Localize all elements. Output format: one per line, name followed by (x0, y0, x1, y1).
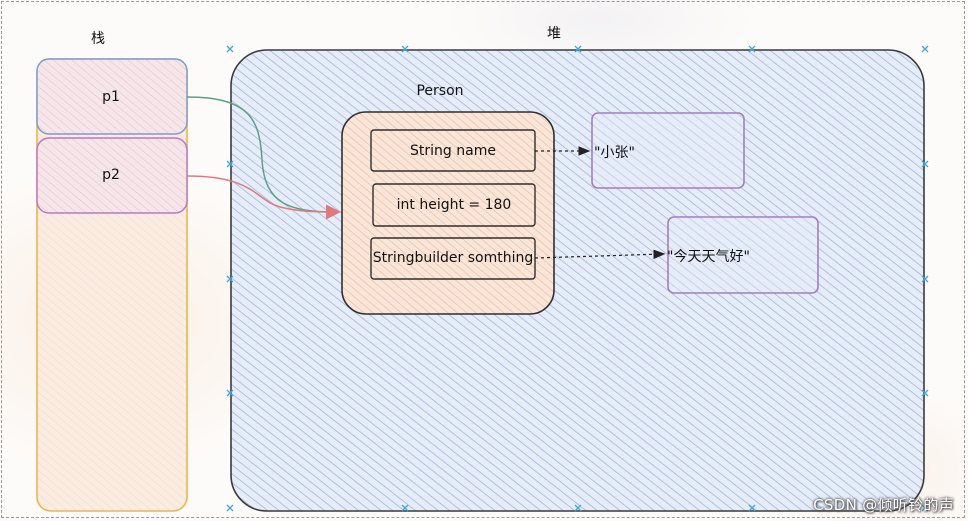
value-box-xiaozhang[interactable] (591, 112, 745, 189)
value-weather-label: "今天天气好" (667, 249, 750, 265)
stack-item-p2-label: p2 (102, 167, 120, 183)
selection-handles[interactable] (226, 45, 929, 512)
field-stringbuilder-label: Stringbuilder somthing (372, 250, 534, 266)
stack-item-p1-label: p1 (102, 89, 120, 105)
heap-title: 堆 (547, 26, 561, 42)
stack-title: 栈 (91, 31, 105, 47)
value-xiaozhang-label: "小张" (594, 145, 635, 161)
watermark: CSDN @倾听铃的声 (813, 496, 954, 514)
arrow-p2-to-person[interactable] (186, 175, 341, 220)
field-stringbuilder-box[interactable] (370, 237, 536, 280)
arrow-p1-to-person[interactable] (186, 96, 339, 213)
value-box-weather[interactable] (667, 216, 819, 294)
field-int-height-label: int height = 180 (396, 197, 512, 213)
field-string-name-label: String name (410, 143, 496, 159)
heap-area (230, 49, 925, 512)
person-title: Person (416, 83, 464, 99)
field-int-height-box[interactable] (372, 183, 536, 227)
